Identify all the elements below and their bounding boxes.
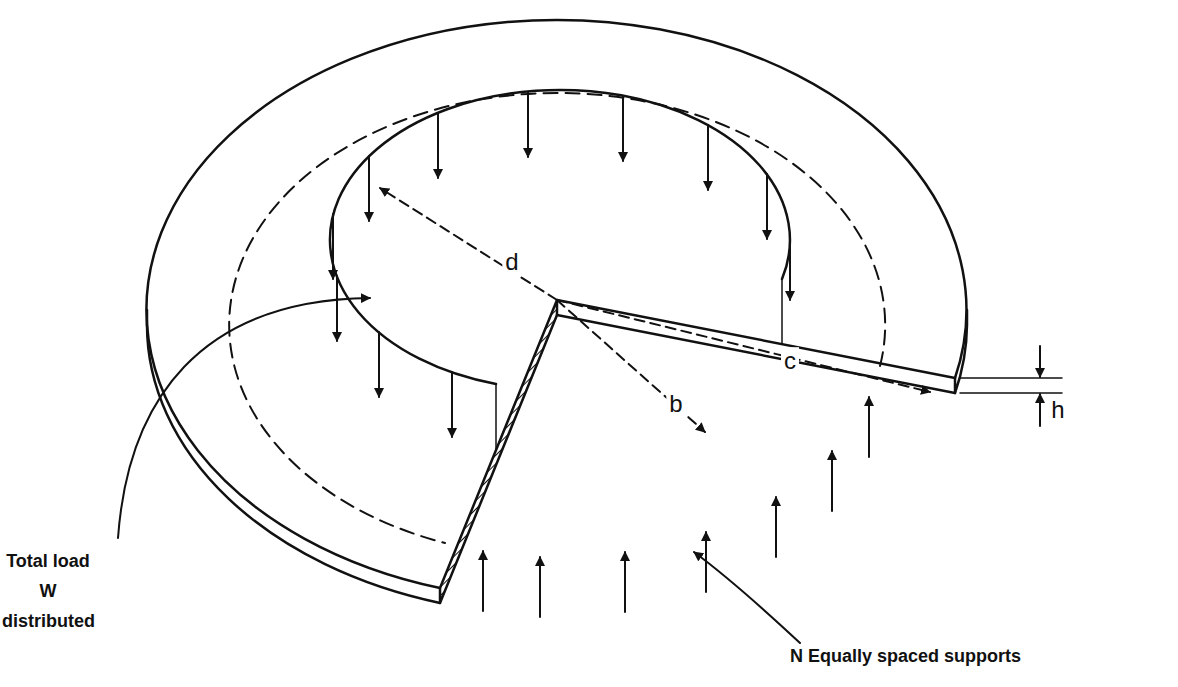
- radius-b-line: [557, 300, 705, 432]
- cut-edge: [557, 300, 955, 378]
- support-arrows: [483, 397, 869, 617]
- extension-line: [960, 392, 1062, 394]
- callout-label: Total load W distributed: [2, 546, 94, 636]
- callout-label: N Equally spaced supports: [790, 646, 1021, 667]
- load-ring-end: [781, 279, 783, 344]
- dimension-label: c: [781, 347, 799, 375]
- plate-thickness-edge: [955, 310, 967, 393]
- extension-line: [960, 377, 1062, 379]
- dimension-label: d: [502, 248, 521, 276]
- leader-line: [118, 298, 370, 538]
- dimension-label: h: [1048, 396, 1067, 424]
- load-ring-end: [495, 384, 497, 449]
- load-arrows: [333, 92, 790, 437]
- thickness-arrow: [1039, 394, 1041, 426]
- plate-thickness-edge: [147, 310, 440, 603]
- radius-d-line: [380, 188, 557, 300]
- thickness-arrow: [1039, 346, 1041, 377]
- support-circle-hidden: [229, 93, 885, 543]
- leader-line: [694, 552, 800, 643]
- radius-c-line: [557, 300, 930, 392]
- dimension-label: b: [666, 390, 685, 418]
